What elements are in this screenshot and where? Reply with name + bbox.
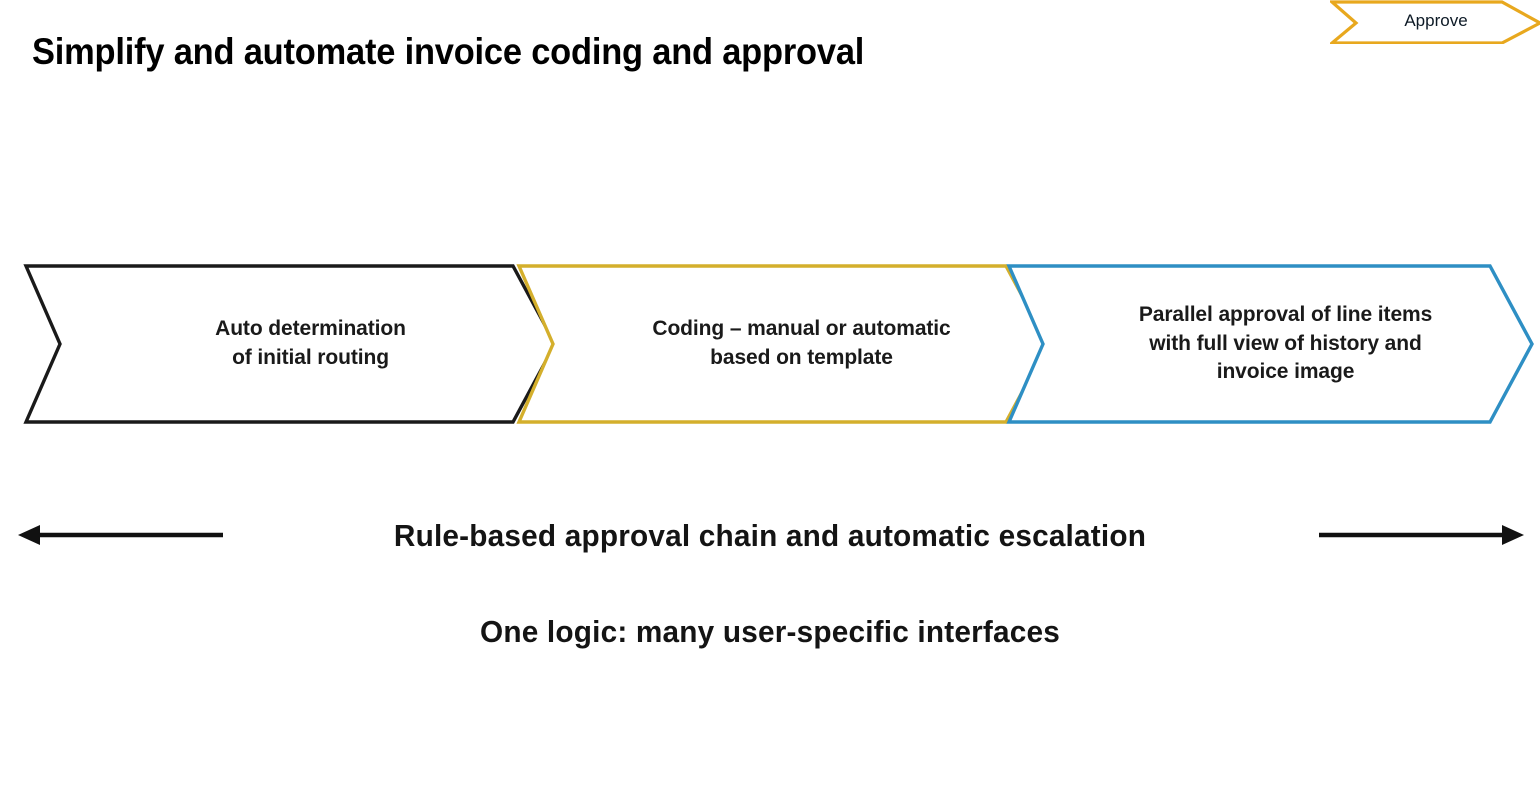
approval-chain-caption: Rule-based approval chain and automatic … (393, 518, 1147, 553)
chevron-shape-step-3 (1006, 264, 1534, 424)
process-step-1-line-1: Auto determination (215, 317, 406, 341)
approve-label: Approve (1404, 11, 1468, 30)
process-step-2-line-2: based on template (710, 346, 893, 369)
process-step-3-line-1: Parallel approval of line items (1138, 302, 1433, 326)
process-chevron-band: Auto determination of initial routing Co… (0, 258, 1540, 430)
process-step-coding[interactable] (511, 258, 1056, 430)
arrow-left-icon (18, 525, 223, 545)
process-step-1-line-2: of initial routing (232, 346, 389, 369)
page-title: Simplify and automate invoice coding and… (32, 31, 865, 72)
process-step-2-text: Coding – manual or automatic based on te… (511, 258, 1056, 430)
process-step-3-line-3: invoice image (1216, 360, 1355, 384)
process-step-auto-determination[interactable] (18, 258, 563, 430)
one-logic-caption: One logic: many user-specific interfaces (480, 614, 1060, 649)
approval-chain-row (0, 508, 1540, 564)
process-step-3-text: Parallel approval of line items with ful… (1001, 258, 1540, 430)
left-arrow (18, 508, 230, 564)
process-step-1-text: Auto determination of initial routing (18, 258, 563, 430)
right-arrow (1312, 508, 1524, 564)
process-step-parallel-approval[interactable] (1001, 258, 1540, 430)
process-step-2-line-1: Coding – manual or automatic (652, 317, 951, 341)
process-step-3-line-2: with full view of history and (1149, 331, 1422, 355)
chevron-shape-step-1 (23, 264, 557, 424)
approve-badge[interactable]: Approve (1330, 0, 1540, 44)
approve-chevron-shape (1330, 0, 1540, 44)
arrow-right-icon (1319, 525, 1524, 545)
chevron-shape-step-2 (516, 264, 1050, 424)
